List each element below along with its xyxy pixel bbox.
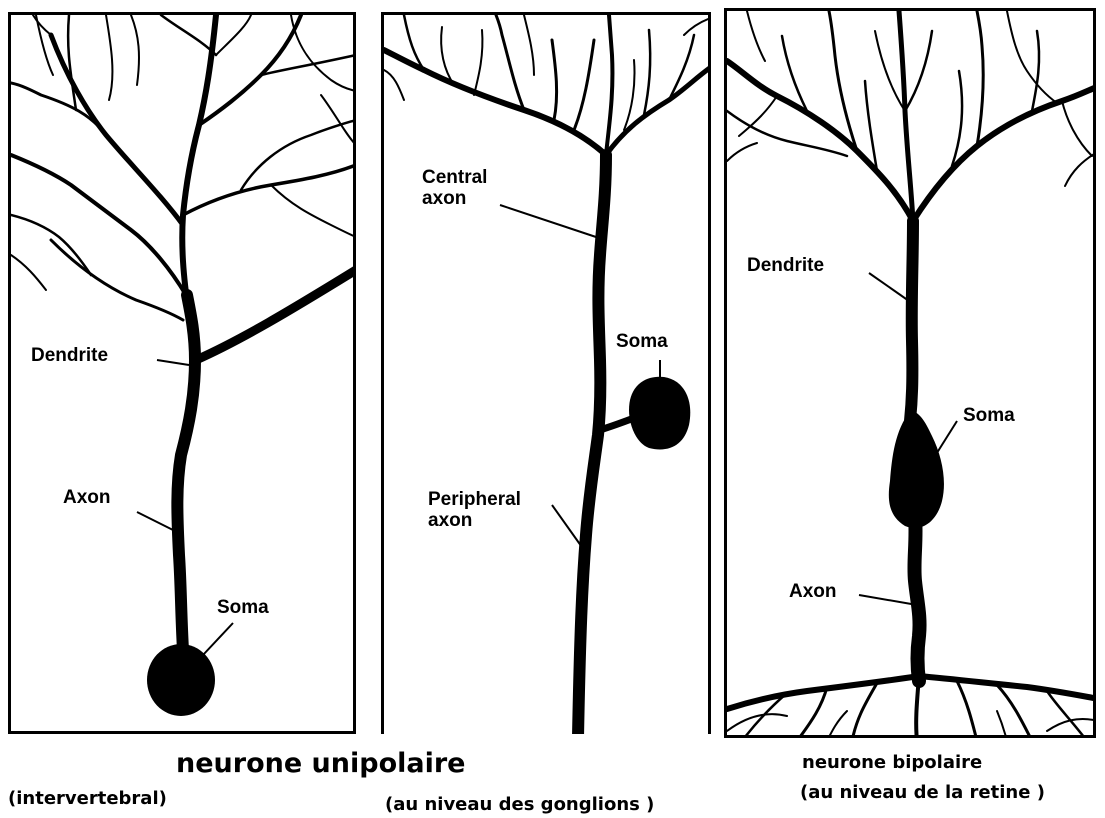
neuron-3-drawing (727, 11, 1096, 738)
caption-intervertebral: (intervertebral) (8, 788, 167, 809)
caption-retina: (au niveau de la retine ) (800, 782, 1045, 803)
neuron-1-drawing (11, 15, 356, 734)
peripheral-axon-label: Peripheral axon (428, 489, 521, 531)
neuron-panel-2: Central axon Soma Peripheral axon (381, 12, 711, 734)
caption-ganglions: (au niveau des gonglions ) (385, 794, 654, 815)
neuron-2-drawing (384, 15, 711, 734)
soma-label: Soma (963, 405, 1015, 426)
neuron-panel-1: Dendrite Axon Soma (8, 12, 356, 734)
dendrite-label: Dendrite (747, 255, 824, 276)
soma-label: Soma (616, 331, 668, 352)
caption-bipolar: neurone bipolaire (802, 752, 982, 773)
axon-label: Axon (789, 581, 837, 602)
neuron-panel-3: Dendrite Soma Axon (724, 8, 1096, 738)
dendrite-label: Dendrite (31, 345, 108, 366)
central-axon-label: Central axon (422, 167, 487, 209)
soma-label: Soma (217, 597, 269, 618)
caption-unipolar: neurone unipolaire (176, 748, 466, 779)
axon-label: Axon (63, 487, 111, 508)
